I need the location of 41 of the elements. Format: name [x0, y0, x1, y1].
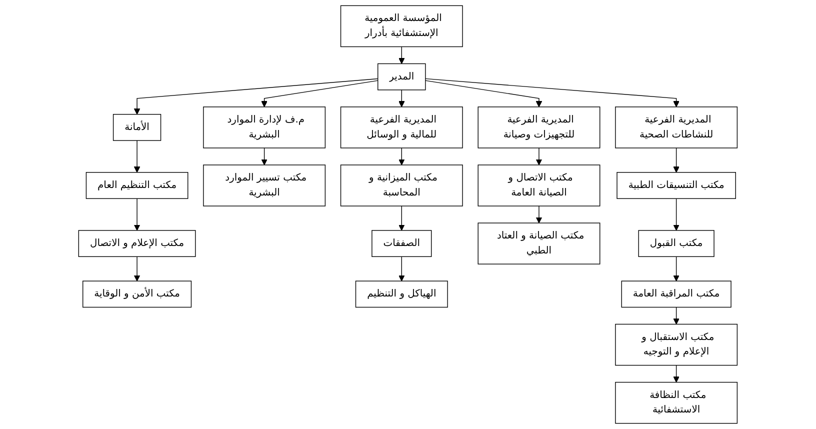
arrow: [673, 306, 680, 324]
node-box: المديرية الفرعية للنشاطات الصحية: [615, 106, 738, 148]
node-box: مكتب الإعلام و الاتصال: [78, 230, 196, 257]
arrow: [425, 80, 542, 108]
node-box: مكتب المراقبة العامة: [621, 280, 732, 308]
arrow: [398, 90, 405, 108]
node-box: مكتب الاتصال و الصيانة العامة: [478, 164, 600, 206]
node-box: المديرية الفرعية للتجهيزات وصيانة: [478, 106, 600, 148]
arrow: [398, 46, 405, 64]
arrow: [261, 80, 378, 108]
arrow: [425, 78, 680, 108]
node-box: الأمانة: [113, 114, 162, 141]
node-box: م.ف لإدارة الموارد البشرية: [203, 106, 326, 148]
arrow: [673, 256, 680, 282]
node-box: مكتب الأمن و الوقاية: [82, 280, 192, 308]
arrow: [536, 206, 542, 224]
node-box: المؤسسة العمومية الإستشفائية بأدرار: [340, 5, 463, 48]
node-box: مكتب النظافة الاستشفائية: [615, 382, 738, 424]
arrow: [398, 206, 405, 231]
arrow: [536, 148, 542, 166]
node-box: مكتب القبول: [638, 230, 714, 257]
arrow: [134, 256, 140, 282]
node-box: مكتب التنظيم العام: [86, 172, 188, 199]
arrow: [673, 148, 680, 173]
node-box: المديرية الفرعية للمالية و الوسائل: [340, 106, 463, 148]
arrow: [673, 364, 680, 383]
arrow: [134, 140, 140, 173]
node-box: مكتب تسيير الموارد البشرية: [203, 164, 326, 206]
arrow: [398, 256, 405, 282]
arrow: [261, 148, 268, 166]
arrow: [134, 198, 140, 231]
node-box: المدير: [378, 63, 426, 90]
arrow: [398, 148, 405, 166]
arrow: [134, 78, 378, 115]
node-box: الهياكل و التنظيم: [355, 280, 448, 308]
node-box: مكتب الاستقبال و الإعلام و التوجيه: [615, 324, 738, 366]
node-box: الصفقات: [372, 230, 432, 257]
node-box: مكتب التنسيقات الطبية: [616, 172, 736, 199]
node-box: مكتب الميزانية و المحاسبة: [340, 164, 463, 206]
node-box: مكتب الصيانة و العتاد الطبي: [478, 222, 600, 264]
arrow: [673, 198, 680, 231]
